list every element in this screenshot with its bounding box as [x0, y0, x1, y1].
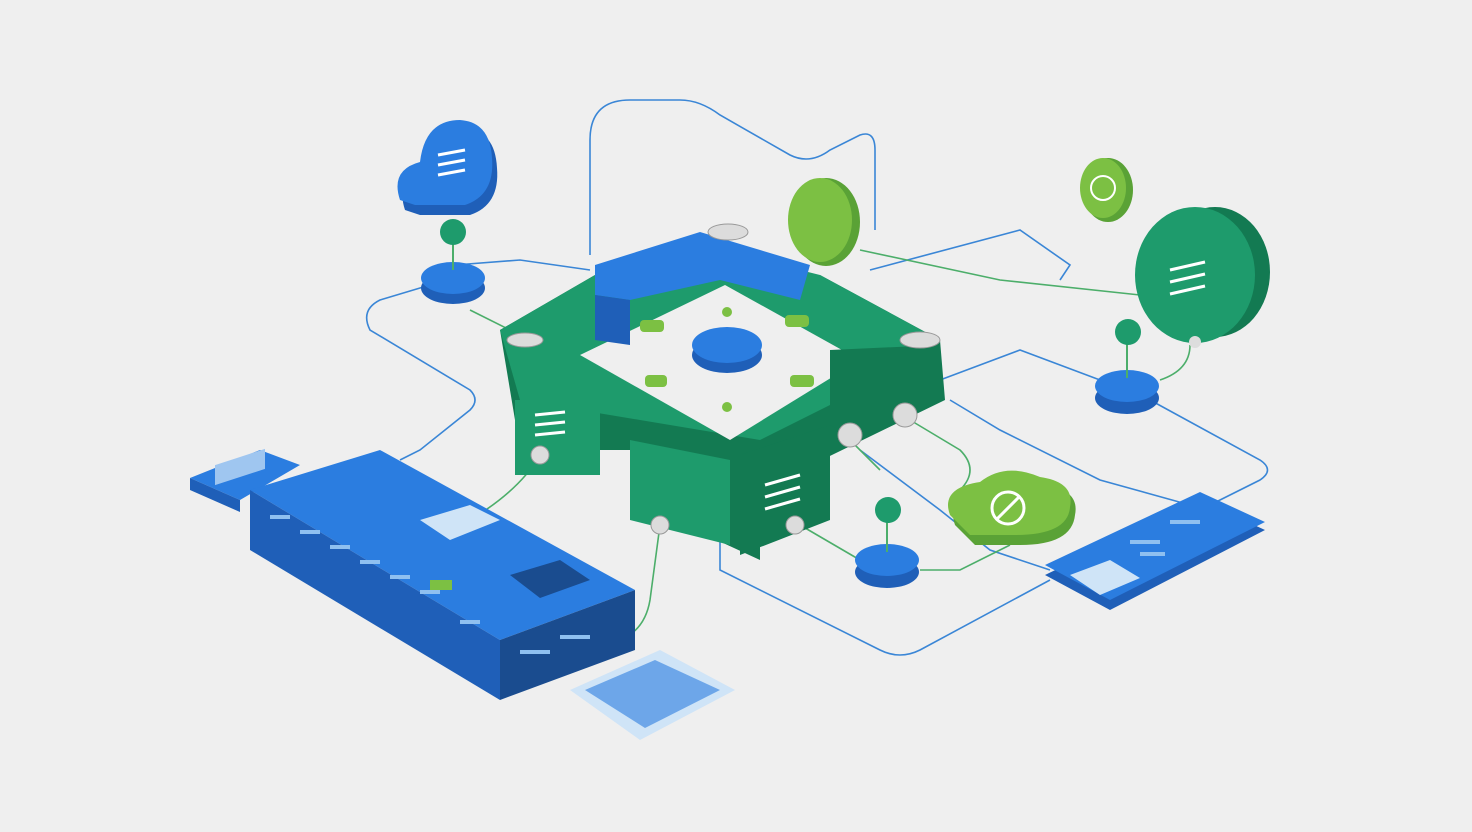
connection-lines: [365, 99, 1269, 656]
speech-bubble-icon: [1135, 207, 1270, 348]
network-hub-icon: [500, 223, 945, 560]
network-node-icon: [1095, 319, 1159, 414]
cloud-icon: [397, 120, 498, 215]
server-rack-icon: [190, 448, 735, 740]
network-node-icon: [421, 219, 485, 304]
gear-badge-icon: [1080, 158, 1133, 222]
gear-badge-icon: [948, 470, 1076, 545]
network-node-icon: [855, 497, 919, 588]
gear-badge-icon: [788, 178, 860, 266]
tablet-icon: [1045, 492, 1265, 610]
